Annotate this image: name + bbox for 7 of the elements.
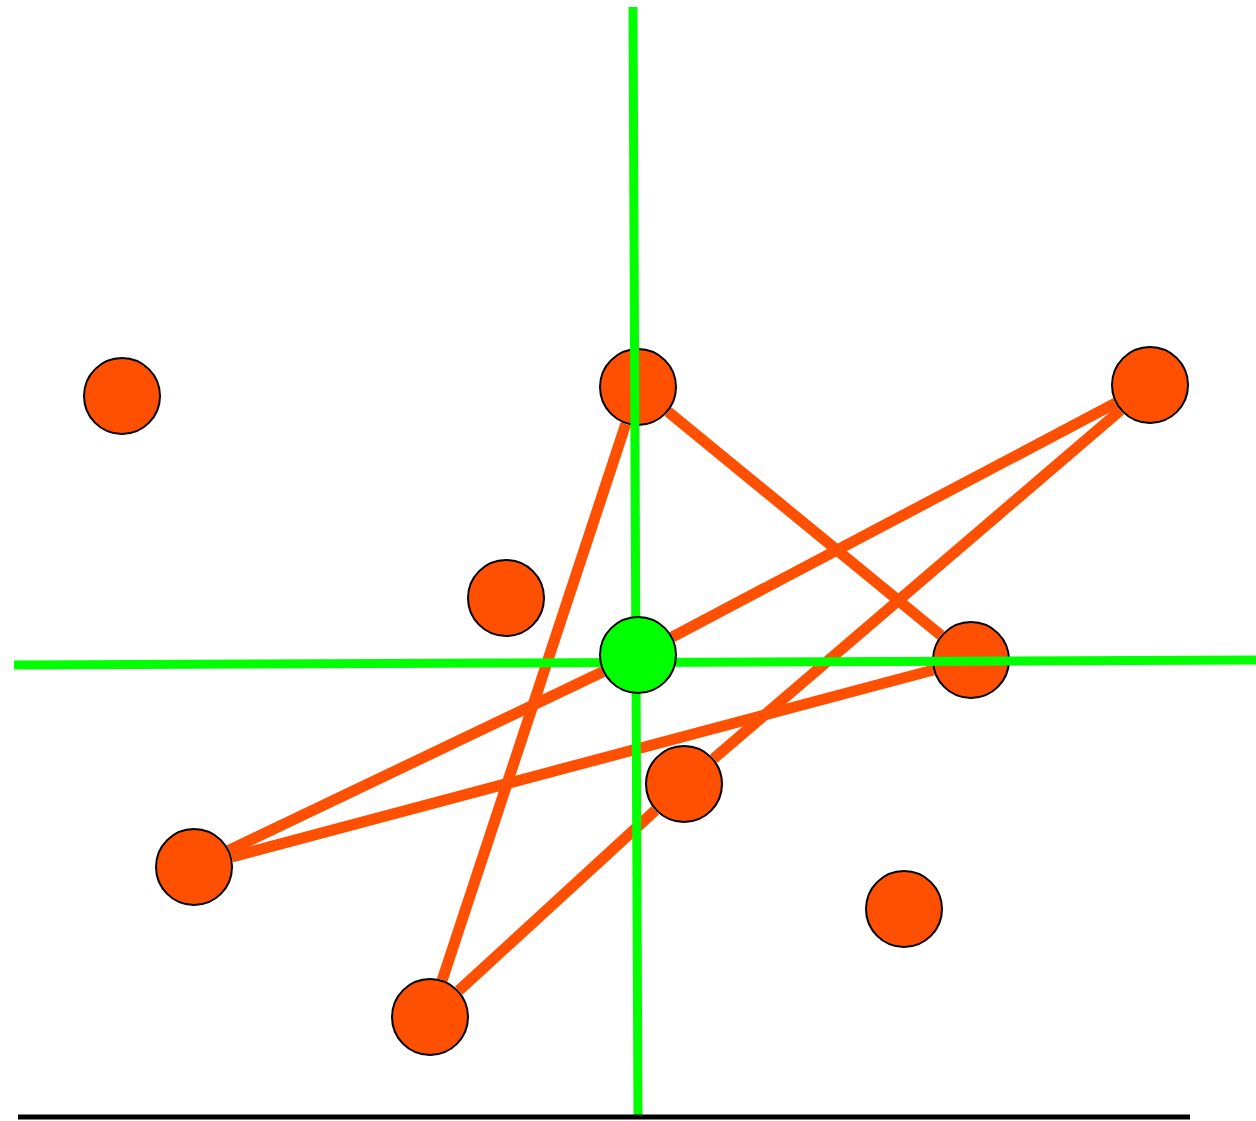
connector-line: [710, 406, 1124, 763]
connector-line: [230, 664, 935, 863]
connector-line: [669, 398, 1119, 642]
circle-node: [645, 745, 723, 823]
connector-line: [437, 422, 631, 982]
connector-line: [455, 806, 659, 995]
connector-line: [664, 407, 945, 640]
